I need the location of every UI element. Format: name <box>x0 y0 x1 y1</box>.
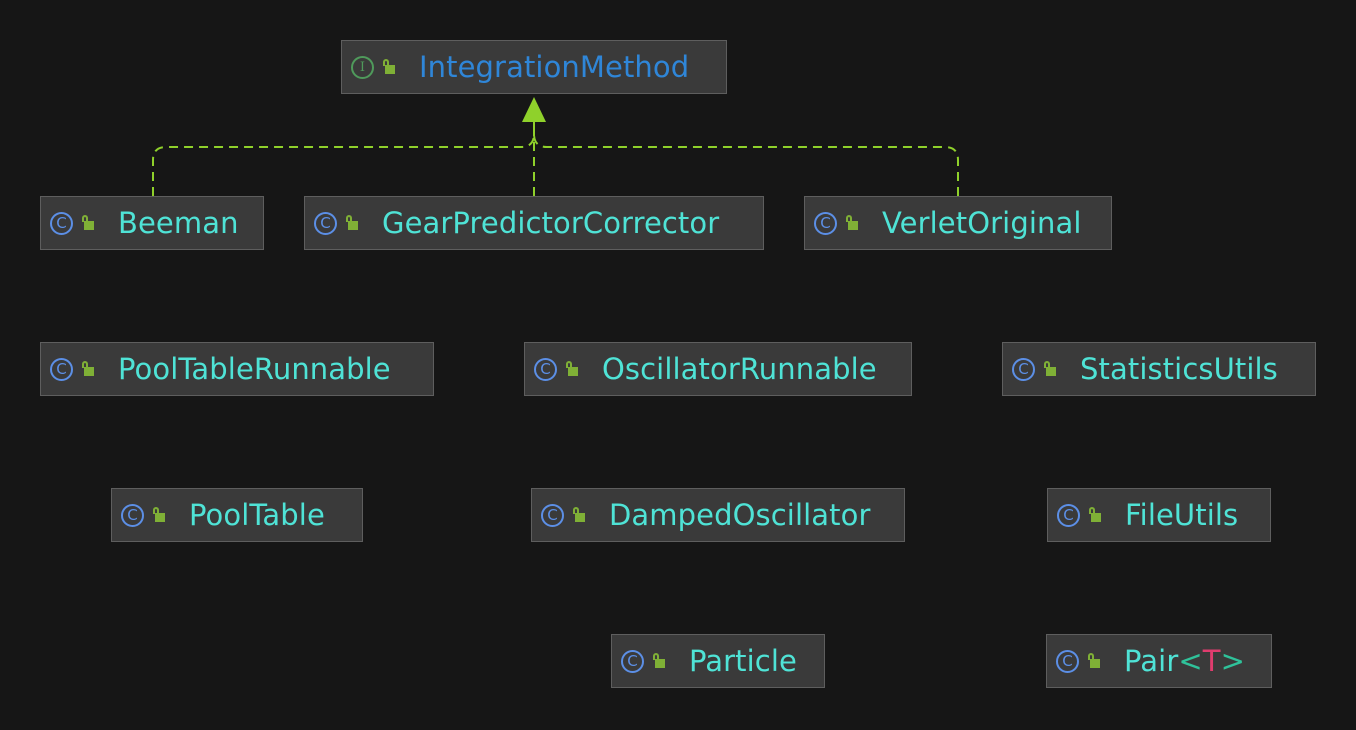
node-integrationmethod[interactable]: I IntegrationMethod <box>341 40 727 94</box>
unlocked-public-icon <box>81 215 95 231</box>
class-badge-icon: C <box>314 211 337 235</box>
node-pooltablerunnable[interactable]: C PoolTableRunnable <box>40 342 434 396</box>
node-label: StatisticsUtils <box>1080 352 1278 386</box>
generic-close-bracket: > <box>1220 644 1245 678</box>
unlocked-public-icon <box>845 215 859 231</box>
unlocked-public-icon <box>152 507 166 523</box>
class-badge-icon: C <box>814 211 837 235</box>
class-name: Pair <box>1124 644 1179 678</box>
class-badge-icon: C <box>621 649 644 673</box>
node-label: GearPredictorCorrector <box>382 206 720 240</box>
class-badge-icon: C <box>1056 649 1079 673</box>
node-label: PoolTableRunnable <box>118 352 391 386</box>
class-badge-icon: C <box>534 357 557 381</box>
unlocked-public-icon <box>572 507 586 523</box>
node-verletoriginal[interactable]: C VerletOriginal <box>804 196 1112 250</box>
unlocked-public-icon <box>1043 361 1057 377</box>
unlocked-public-icon <box>565 361 579 377</box>
implements-arrowhead <box>522 97 546 122</box>
class-badge-icon: C <box>50 211 73 235</box>
node-label: Pair<T> <box>1124 644 1245 678</box>
node-fileutils[interactable]: C FileUtils <box>1047 488 1271 542</box>
node-label: IntegrationMethod <box>419 50 690 84</box>
edge-verletoriginal-implements-integrationmethod <box>533 122 959 196</box>
node-oscillatorrunnable[interactable]: C OscillatorRunnable <box>524 342 912 396</box>
node-beeman[interactable]: C Beeman <box>40 196 264 250</box>
class-badge-icon: C <box>50 357 73 381</box>
node-gearpredictorcorrector[interactable]: C GearPredictorCorrector <box>304 196 764 250</box>
interface-badge-icon: I <box>351 55 374 79</box>
class-badge-icon: C <box>1057 503 1080 527</box>
node-label: Particle <box>689 644 797 678</box>
unlocked-public-icon <box>81 361 95 377</box>
unlocked-public-icon <box>1087 653 1101 669</box>
unlocked-public-icon <box>382 59 396 75</box>
node-label: OscillatorRunnable <box>602 352 877 386</box>
generic-type-parameter: T <box>1202 644 1221 678</box>
node-pooltable[interactable]: C PoolTable <box>111 488 363 542</box>
node-statisticsutils[interactable]: C StatisticsUtils <box>1002 342 1316 396</box>
node-label: FileUtils <box>1125 498 1239 532</box>
node-dampedoscillator[interactable]: C DampedOscillator <box>531 488 905 542</box>
node-label: DampedOscillator <box>609 498 871 532</box>
edge-beeman-implements-integrationmethod <box>152 122 535 196</box>
class-badge-icon: C <box>121 503 144 527</box>
class-badge-icon: C <box>541 503 564 527</box>
class-badge-icon: C <box>1012 357 1035 381</box>
unlocked-public-icon <box>1088 507 1102 523</box>
generic-open-bracket: < <box>1178 644 1203 678</box>
unlocked-public-icon <box>652 653 666 669</box>
node-label: PoolTable <box>189 498 325 532</box>
node-label: VerletOriginal <box>882 206 1082 240</box>
node-pair[interactable]: C Pair<T> <box>1046 634 1272 688</box>
unlocked-public-icon <box>345 215 359 231</box>
node-particle[interactable]: C Particle <box>611 634 825 688</box>
node-label: Beeman <box>118 206 239 240</box>
